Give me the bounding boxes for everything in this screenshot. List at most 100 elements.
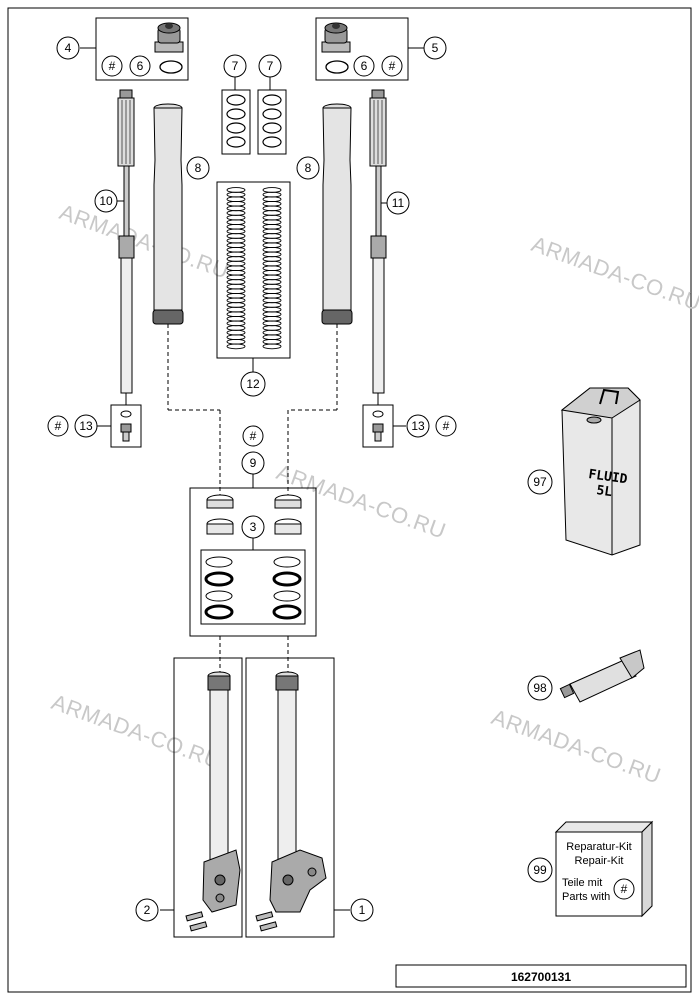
spring-coil: [226, 251, 246, 258]
o-ring-icon: [159, 60, 183, 74]
part-group-12: 12: [216, 181, 291, 397]
callout-hash: #: [250, 429, 257, 443]
o-ring-icon: [325, 60, 349, 74]
repair-kit-line3: Teile mit: [562, 877, 602, 889]
spring-coil: [226, 237, 246, 244]
callout-6: 6: [137, 59, 144, 73]
spring-coil: [226, 292, 246, 299]
repair-kit-symbol: #: [621, 882, 628, 896]
spring-coil: [262, 187, 282, 193]
bushing-icon: [206, 494, 302, 535]
spring-coil: [262, 219, 282, 226]
callout-1: 1: [359, 903, 366, 917]
spring-coil: [226, 311, 246, 318]
spring-coil: [262, 334, 282, 341]
page-frame: [7, 7, 692, 993]
spring-coil: [226, 306, 246, 313]
spring-coil: [226, 279, 246, 285]
spring-coil: [226, 187, 246, 193]
repair-kit-line4: Parts with: [562, 891, 610, 903]
spring-coil: [262, 306, 282, 313]
callout-10: 10: [99, 194, 113, 208]
callout-4: 4: [65, 41, 72, 55]
spring-coil: [226, 265, 246, 272]
part-group-4: 4 # 6: [56, 17, 189, 81]
fluid-can-icon: FLUID 5L: [560, 387, 641, 556]
spring-coil: [226, 214, 246, 221]
callout-3: 3: [250, 520, 257, 534]
damper-rod-left: [117, 89, 135, 405]
spring-coil: [226, 269, 246, 276]
spring-coil: [226, 283, 246, 290]
watermark: ARMADA-CO.RU: [488, 704, 664, 788]
spring-coil: [262, 283, 282, 290]
spring-coil: [226, 320, 246, 327]
repair-kit-line1: Reparatur-Kit: [566, 841, 631, 853]
spring-coil: [262, 288, 282, 295]
part-group-5: 5 6 #: [315, 17, 447, 81]
callout-98: 98: [533, 681, 547, 695]
spring-coil: [262, 205, 282, 212]
spring-coil: [226, 302, 246, 308]
washer-stack-icon: [226, 94, 282, 148]
spring-coil: [262, 237, 282, 244]
spring-coil: [262, 210, 282, 216]
part-group-1: 1: [245, 657, 374, 938]
spring-coil: [226, 274, 246, 281]
callout-2: 2: [144, 903, 151, 917]
callout-13: 13: [79, 419, 93, 433]
spring-coil: [262, 200, 282, 207]
part-group-9: # 9: [189, 425, 317, 637]
spring-coil: [262, 260, 282, 267]
spring-coil: [262, 274, 282, 281]
spring-coil: [226, 196, 246, 203]
spring-coil: [226, 228, 246, 235]
callout-99: 99: [533, 863, 547, 877]
spring-coil: [262, 196, 282, 203]
spring-coil: [226, 191, 246, 198]
spring-coil: [226, 297, 246, 304]
part-group-13-left: 13 #: [47, 404, 142, 448]
callout-11: 11: [392, 196, 405, 210]
part-group-13-right: 13 #: [362, 404, 457, 448]
spring-coil: [262, 246, 282, 253]
spring-coil: [226, 246, 246, 253]
spring-icon: [226, 187, 282, 350]
spring-coil: [226, 210, 246, 216]
part-group-2: 2: [135, 657, 243, 938]
spring-coil: [262, 214, 282, 221]
spring-coil: [262, 292, 282, 299]
spring-coil: [226, 223, 246, 230]
fork-cap-icon: [321, 22, 351, 53]
outer-tube-left: [152, 103, 221, 495]
spring-coil: [262, 228, 282, 235]
callout-7: 7: [232, 59, 239, 73]
part-group-7: 7 7: [221, 54, 287, 155]
callout-5: 5: [432, 41, 439, 55]
spring-coil: [226, 242, 246, 249]
callout-hash: #: [389, 59, 396, 73]
outer-tube-right: [287, 103, 353, 495]
spring-coil: [262, 233, 282, 239]
part-group-98: 98: [527, 649, 645, 703]
watermark: ARMADA-CO.RU: [528, 231, 699, 315]
spring-coil: [226, 329, 246, 336]
spring-coil: [262, 329, 282, 336]
callout-97: 97: [533, 475, 547, 489]
watermark: ARMADA-CO.RU: [56, 199, 232, 283]
spring-coil: [262, 311, 282, 318]
spring-coil: [262, 315, 282, 322]
spring-coil: [262, 338, 282, 345]
spring-coil: [262, 269, 282, 276]
spring-coil: [262, 343, 282, 350]
spring-coil: [262, 265, 282, 272]
fluid-can-label: FLUID: [587, 467, 628, 487]
spring-coil: [262, 302, 282, 308]
repair-kit-box: Reparatur-Kit Repair-Kit Teile mit Parts…: [554, 820, 654, 918]
callout-12: 12: [246, 377, 260, 391]
damper-rod-right: [369, 89, 387, 405]
spring-coil: [226, 288, 246, 295]
callout-6: 6: [361, 59, 368, 73]
spring-coil: [262, 297, 282, 304]
spring-coil: [262, 242, 282, 249]
